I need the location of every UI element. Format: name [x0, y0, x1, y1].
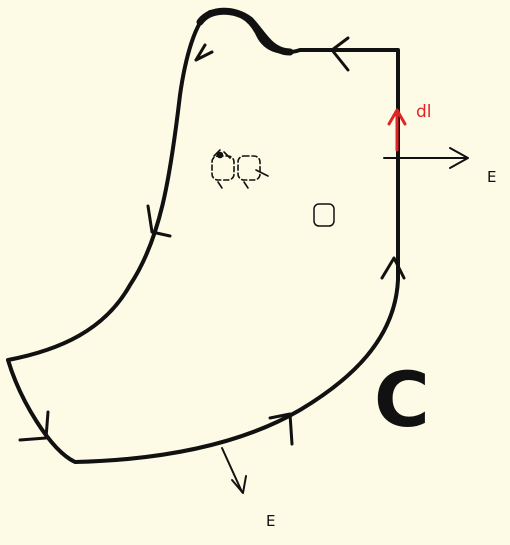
direction-arrow-left — [146, 204, 172, 238]
direction-arrow-right — [380, 256, 406, 280]
field-arrow-right — [383, 147, 469, 169]
direction-arrow-top — [330, 36, 350, 72]
direction-arrow-bottom-left — [18, 410, 50, 442]
closed-curve-c — [6, 9, 400, 464]
line-element-dl-arrow — [387, 108, 407, 152]
line-element-label: dl — [416, 102, 432, 122]
surface-square-icon — [313, 203, 335, 227]
curve-inner-tick — [194, 43, 214, 62]
curve-top-ridge — [196, 7, 294, 56]
curve-label: C — [374, 355, 430, 444]
curl-swirl-icon — [211, 149, 269, 189]
field-label-right: E — [487, 168, 497, 186]
direction-arrow-bottom-right — [268, 412, 294, 446]
field-arrow-bottom — [221, 447, 247, 494]
field-label-bottom: E — [266, 512, 276, 530]
